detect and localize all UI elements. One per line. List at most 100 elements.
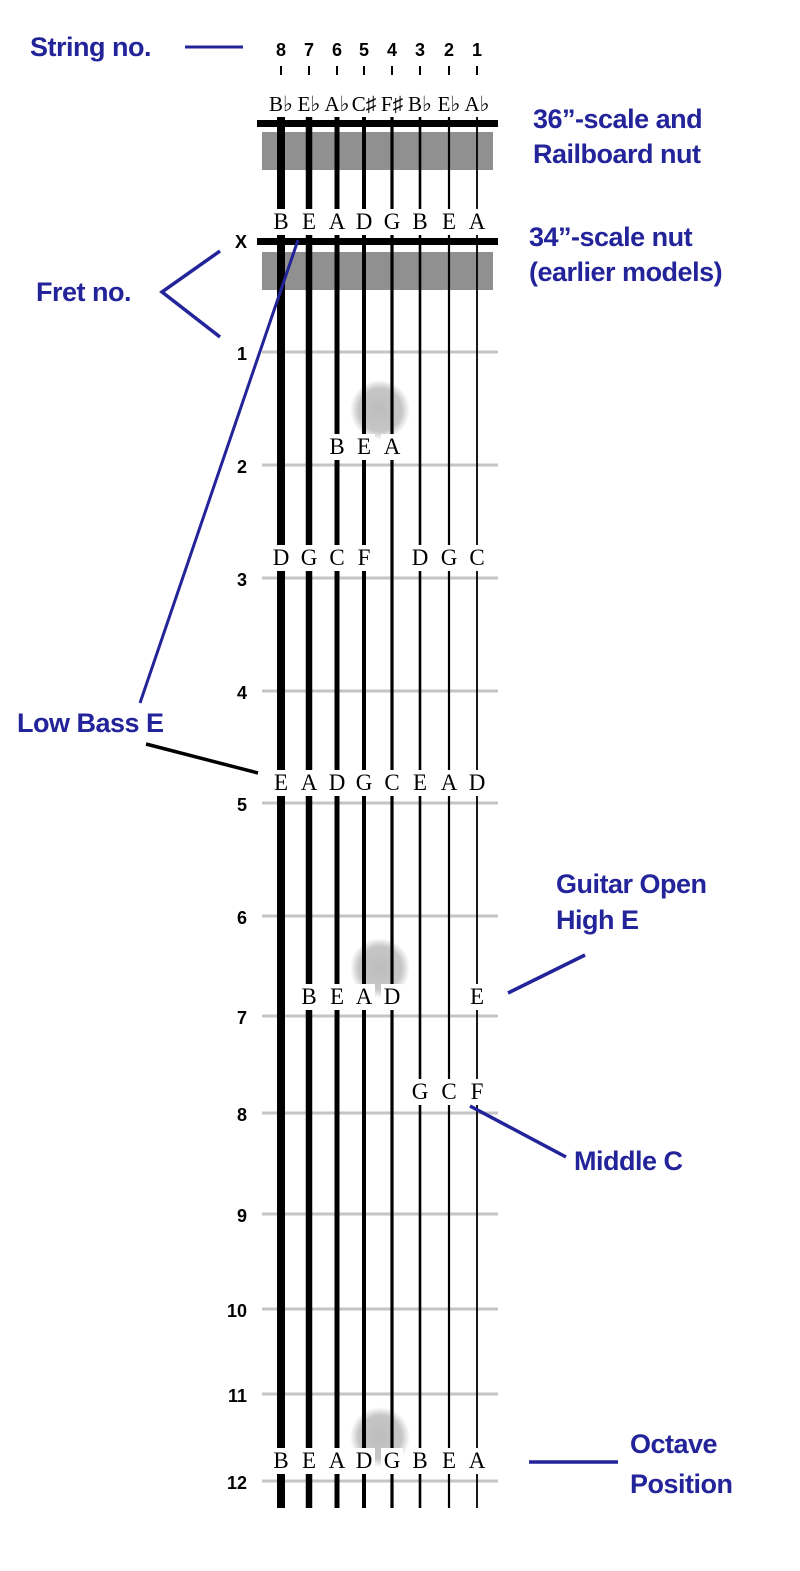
fret-line-7: [262, 1014, 498, 1018]
nut-36-label-line2: Railboard nut: [533, 139, 701, 169]
fret-5-note-string-4-bg: [381, 770, 403, 796]
low-bass-e-leader-blue: [138, 239, 300, 704]
open-note-string-3-bg: [409, 209, 431, 235]
fret-5-note-string-5: G: [356, 770, 373, 795]
fret-line-8: [262, 1111, 498, 1115]
string-6: [334, 116, 340, 1508]
fret-line-9: [262, 1212, 498, 1216]
tuning-36-string-2-bg: [438, 91, 460, 117]
fret-number-3: 3: [237, 570, 247, 590]
fret-number-2: 2: [237, 457, 247, 477]
string-3: [418, 116, 422, 1508]
fret-3-note-string-8-bg: [270, 545, 292, 571]
guitar-high-e-leader: [507, 953, 586, 995]
fret-8-note-string-1-bg: [466, 1079, 488, 1105]
fret-12-note-string-7: E: [302, 1448, 316, 1473]
fret-3-note-string-5-bg: [353, 545, 375, 571]
fret-8-note-string-2-bg: [438, 1079, 460, 1105]
fret-7-note-string-6-bg: [326, 984, 348, 1010]
octave-label-line2: Position: [630, 1469, 733, 1499]
fret-3-note-string-6-bg: [326, 545, 348, 571]
fret-5-note-string-6: D: [329, 770, 346, 795]
open-note-string-3: B: [412, 209, 427, 234]
fret-5-note-string-5-bg: [353, 770, 375, 796]
annotation-labels: String no. 36”-scale and Railboard nut 3…: [17, 32, 733, 1499]
fret-12-note-string-7-bg: [298, 1448, 320, 1474]
open-note-string-5-bg: [353, 209, 375, 235]
fret-12-note-string-2: E: [442, 1448, 456, 1473]
open-note-string-1-bg: [466, 209, 488, 235]
fret-12-note-string-3: B: [412, 1448, 427, 1473]
fret-line-5: [262, 801, 498, 805]
fret-12-note-string-4: G: [384, 1448, 401, 1473]
fret-7-note-string-5: A: [356, 984, 373, 1009]
fret-3-note-string-5: F: [358, 545, 371, 570]
tuning-36-string-7-bg: [298, 91, 320, 117]
fret-number-x: X: [235, 232, 247, 252]
string-number-3: 3: [415, 40, 425, 60]
fret-number-5: 5: [237, 795, 247, 815]
tuning-36-string-6-bg: [326, 91, 348, 117]
fret-number-11: 11: [228, 1386, 247, 1406]
fret-12-note-string-5: D: [356, 1448, 373, 1473]
fret-line-2: [262, 463, 498, 467]
strings: [277, 116, 478, 1508]
fret-number-8: 8: [237, 1105, 247, 1125]
string-tick-7: [308, 66, 310, 75]
nut-36-shadow: [262, 132, 493, 170]
open-note-string-7: E: [302, 209, 316, 234]
low-bass-e-leader-black: [145, 742, 259, 775]
tuning-36-string-5-bg: [353, 91, 375, 117]
string-tick-6: [336, 66, 338, 75]
fret-8-note-string-3-bg: [409, 1079, 431, 1105]
string-8: [277, 116, 285, 1508]
middle-c-leader: [469, 1104, 567, 1159]
fret-7-note-string-7-bg: [298, 984, 320, 1010]
string-tick-8: [280, 66, 282, 75]
fret-5-note-string-7-bg: [298, 770, 320, 796]
fret-2-note-string-6-bg: [326, 434, 348, 460]
tuning-36-string-1: A♭: [464, 92, 489, 116]
fret-12-note-string-1: A: [469, 1448, 486, 1473]
string-tick-4: [391, 66, 393, 75]
fret-number-10: 10: [227, 1301, 247, 1321]
fret-3-note-string-7: G: [301, 545, 318, 570]
string-7: [305, 116, 313, 1508]
string-number-4: 4: [387, 40, 397, 60]
nuts: [262, 132, 493, 290]
string-number-8: 8: [276, 40, 286, 60]
fret-12-note-string-5-bg: [353, 1448, 375, 1474]
fret-line-3: [262, 576, 498, 580]
fret-8-note-string-2: C: [441, 1079, 456, 1104]
nut-34-shadow: [262, 252, 493, 290]
string-tick-1: [476, 66, 478, 75]
string-number-7: 7: [304, 40, 314, 60]
string-tick-2: [448, 66, 450, 75]
open-note-string-8: B: [273, 209, 288, 234]
string-1: [476, 116, 478, 1508]
middle-c-label: Middle C: [574, 1146, 683, 1176]
fret-3-note-string-3-bg: [409, 545, 431, 571]
fret-5-note-string-3: E: [413, 770, 427, 795]
fret-number-7: 7: [237, 1008, 247, 1028]
fret-5-note-string-8: E: [274, 770, 288, 795]
open-note-string-7-bg: [298, 209, 320, 235]
tuning-36-string-8-bg: [270, 91, 292, 117]
fret-5-note-string-7: A: [301, 770, 318, 795]
fret-number-6: 6: [237, 908, 247, 928]
fret-12-note-string-8: B: [273, 1448, 288, 1473]
guitar-high-e-label-line1: Guitar Open: [556, 869, 707, 899]
open-note-string-8-bg: [270, 209, 292, 235]
fret-3-note-string-2-bg: [438, 545, 460, 571]
fret-12-note-string-1-bg: [466, 1448, 488, 1474]
nut-34-label-line2: (earlier models): [529, 257, 722, 287]
fret-7-note-string-7: B: [301, 984, 316, 1009]
fret-3-note-string-2: G: [441, 545, 458, 570]
fret-8-note-string-3: G: [412, 1079, 429, 1104]
fret-7-note-string-6: E: [330, 984, 344, 1009]
octave-label-line1: Octave: [630, 1429, 718, 1459]
fret-number-9: 9: [237, 1206, 247, 1226]
